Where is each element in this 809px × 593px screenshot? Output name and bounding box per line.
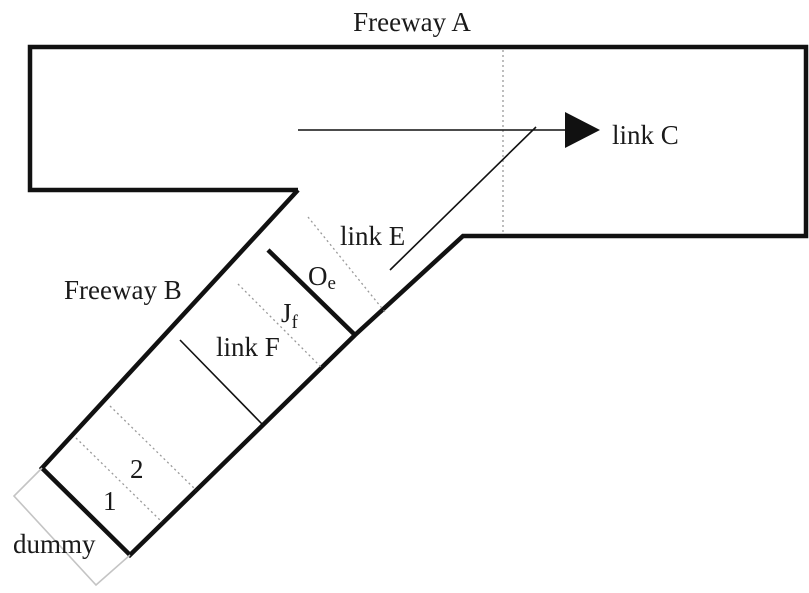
link-c-arrowhead bbox=[565, 112, 600, 148]
link-e-label: link E bbox=[340, 221, 405, 251]
cell-boundary-2 bbox=[109, 405, 197, 491]
freeway-a-label: Freeway A bbox=[353, 7, 471, 37]
cell-boundary-1 bbox=[75, 437, 163, 523]
freeway-a-outline bbox=[27, 44, 809, 559]
cell-boundary-link-f bbox=[179, 339, 263, 425]
cell-1-label: 1 bbox=[103, 486, 117, 516]
link-f-label: link F bbox=[216, 332, 280, 362]
freeway-b-label: Freeway B bbox=[64, 275, 182, 305]
jf-label: Jf bbox=[281, 298, 299, 333]
cell-boundary-link-e-top bbox=[307, 216, 386, 313]
cell-boundary-oe bbox=[266, 248, 357, 337]
dummy-cell-outline bbox=[12, 467, 131, 587]
oe-label: Oe bbox=[308, 261, 336, 294]
link-c-label: link C bbox=[612, 120, 679, 150]
cell-2-label: 2 bbox=[130, 454, 144, 484]
link-e-flow-line bbox=[389, 126, 537, 271]
dummy-label: dummy bbox=[13, 529, 96, 559]
